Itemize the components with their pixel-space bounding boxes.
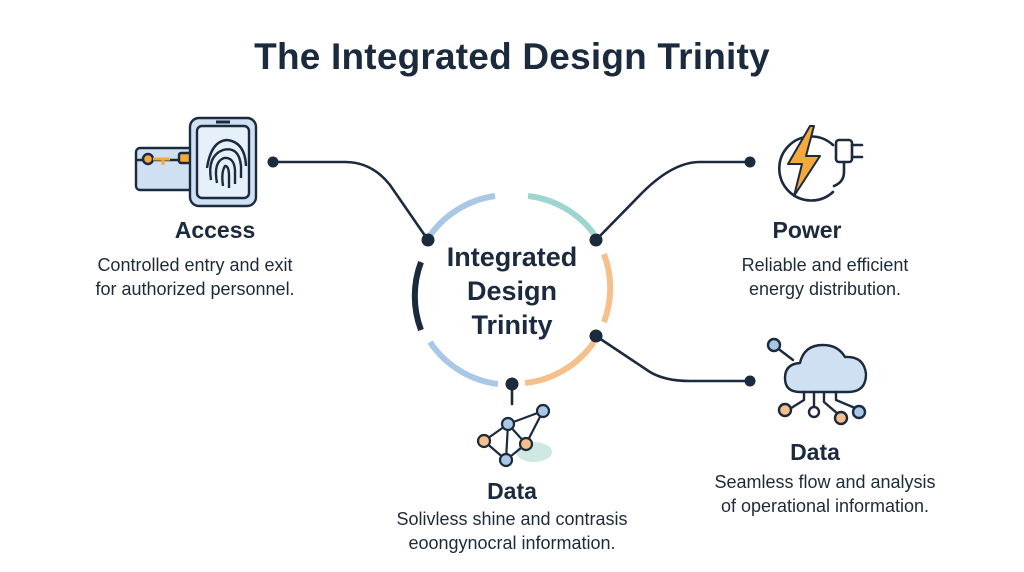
keycard-fingerprint-icon	[134, 116, 258, 208]
page-title: The Integrated Design Trinity	[254, 36, 770, 77]
ring-segment-teal-top	[527, 193, 597, 236]
dot-data-bottom	[505, 377, 519, 391]
dot-access-outer	[267, 156, 279, 168]
center-ring	[411, 193, 614, 387]
ring-segment-orange-bottom	[524, 340, 597, 386]
data-bottom-title: Data	[487, 478, 537, 504]
power-description-line-1: Reliable and efficient	[741, 255, 909, 275]
access-description-line-2: for authorized personnel.	[95, 279, 295, 299]
lightning-plug-icon	[777, 125, 864, 202]
ring-segment-blue-bottom	[427, 340, 499, 387]
access-title: Access	[174, 217, 256, 243]
ring-segment-navy-left	[411, 260, 424, 332]
data-bottom-description-line-2: eoongynocral information.	[408, 533, 616, 553]
data-bottom-description: Solivless shine and contrasis eoongynocr…	[362, 507, 662, 555]
access-description: Controlled entry and exit for authorized…	[60, 253, 330, 301]
connectors	[271, 160, 752, 406]
dot-data-right-outer	[744, 375, 756, 387]
connector-access	[271, 160, 430, 242]
data-right-description: Seamless flow and analysis of operationa…	[680, 470, 970, 518]
dot-access-inner	[421, 233, 435, 247]
power-description: Reliable and efficient energy distributi…	[700, 253, 950, 301]
ring-segment-blue-top	[424, 193, 496, 242]
connector-data-right	[594, 334, 752, 383]
access-description-line-1: Controlled entry and exit	[97, 255, 293, 275]
dot-power-inner	[589, 233, 603, 247]
data-right-description-line-1: Seamless flow and analysis	[714, 472, 936, 492]
center-label-line-2: Design	[466, 276, 558, 306]
power-title: Power	[772, 217, 842, 243]
cloud-network-icon	[766, 337, 868, 426]
ring-segment-orange-right	[601, 252, 614, 324]
center-label-line-3: Trinity	[471, 310, 553, 340]
data-right-title: Data	[790, 439, 840, 465]
power-description-line-2: energy distribution.	[748, 279, 902, 299]
data-bottom-description-line-1: Solivless shine and contrasis	[396, 509, 628, 529]
connector-dots	[267, 156, 756, 391]
connector-power	[594, 160, 752, 242]
dot-data-right-inner	[589, 329, 603, 343]
center-label: Integrated Design Trinity	[412, 240, 612, 342]
dot-power-outer	[744, 156, 756, 168]
network-nodes-icon	[476, 403, 552, 468]
data-right-description-line-2: of operational information.	[720, 496, 930, 516]
center-label-line-1: Integrated	[446, 242, 578, 272]
